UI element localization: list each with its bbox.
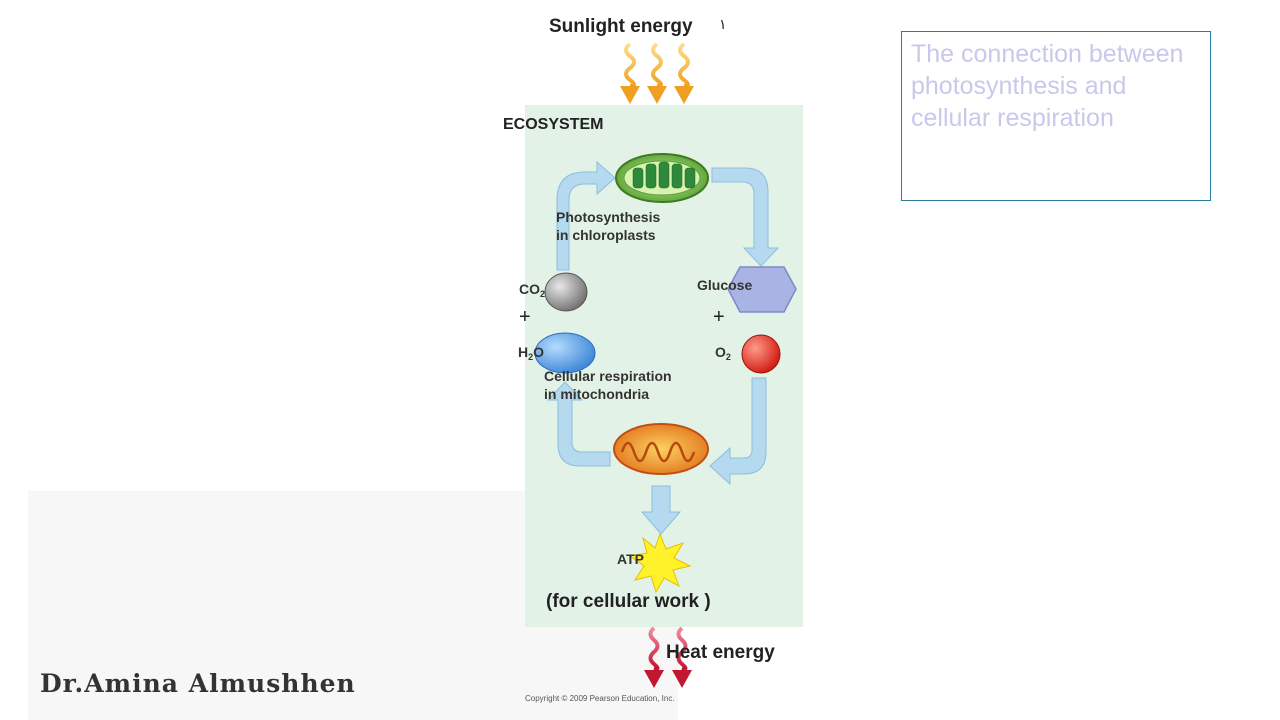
cellular-work-label: (for cellular work ): [546, 591, 711, 612]
heat-arrows: [644, 626, 692, 688]
arrow-to-glucose: [711, 167, 780, 267]
glucose-label: Glucose: [697, 277, 753, 293]
respiration-line-1: Cellular respiration: [544, 368, 672, 384]
sun-wave-3: [674, 42, 694, 104]
sun-wave-2: [647, 42, 667, 104]
author-signature: Dr.Amina Almushhen: [40, 669, 356, 698]
sunlight-energy-label: Sunlight energy: [549, 16, 693, 37]
respiration-label: Cellular respiration in mitochondria: [544, 367, 672, 403]
respiration-line-2: in mitochondria: [544, 386, 649, 402]
heat-wave-2: [672, 626, 692, 688]
arrow-to-chloroplast: [556, 160, 616, 271]
co2-label: CO2: [519, 280, 545, 300]
h2o-icon: [534, 332, 596, 374]
arrow-to-atp: [640, 485, 682, 535]
glucose-icon: [727, 266, 797, 313]
h2o-h: H: [518, 344, 529, 360]
ecosystem-label: ECOSYSTEM: [503, 116, 604, 133]
co2-icon: [544, 272, 588, 312]
plus-left: +: [519, 306, 531, 328]
sunlight-arrows: [620, 42, 694, 104]
atp-icon: [628, 532, 692, 594]
photosynthesis-line-1: Photosynthesis: [556, 209, 661, 225]
h2o-label: H2O: [518, 343, 544, 363]
copyright-text: Copyright © 2009 Pearson Education, Inc.: [525, 694, 675, 703]
o2-icon: [741, 334, 781, 374]
arrow-to-mitochondria: [709, 377, 767, 486]
co2-sub: 2: [540, 289, 546, 299]
o2-sub: 2: [725, 352, 731, 362]
photosynthesis-label: Photosynthesis in chloroplasts: [556, 208, 660, 244]
o2-base: O: [715, 344, 726, 360]
cycle-arrows: [546, 160, 780, 535]
slide-title: The connection between photosynthesis an…: [911, 40, 1184, 132]
arrow-from-mitochondria: [546, 381, 611, 467]
plus-right: +: [713, 306, 725, 328]
sunlight-mark: ١: [719, 16, 727, 32]
chloroplast-icon: [615, 153, 709, 203]
title-box: The connection between photosynthesis an…: [901, 31, 1211, 201]
h2o-o: O: [533, 344, 545, 360]
atp-label: ATP: [617, 551, 644, 567]
photosynthesis-line-2: in chloroplasts: [556, 227, 656, 243]
mitochondrion-icon: [613, 423, 709, 475]
co2-base: CO: [519, 281, 540, 297]
heat-energy-label: Heat energy: [666, 642, 775, 663]
heat-wave-1: [644, 626, 664, 688]
o2-label: O2: [715, 343, 731, 363]
sun-wave-1: [620, 42, 640, 104]
h2o-sub: 2: [528, 352, 534, 362]
